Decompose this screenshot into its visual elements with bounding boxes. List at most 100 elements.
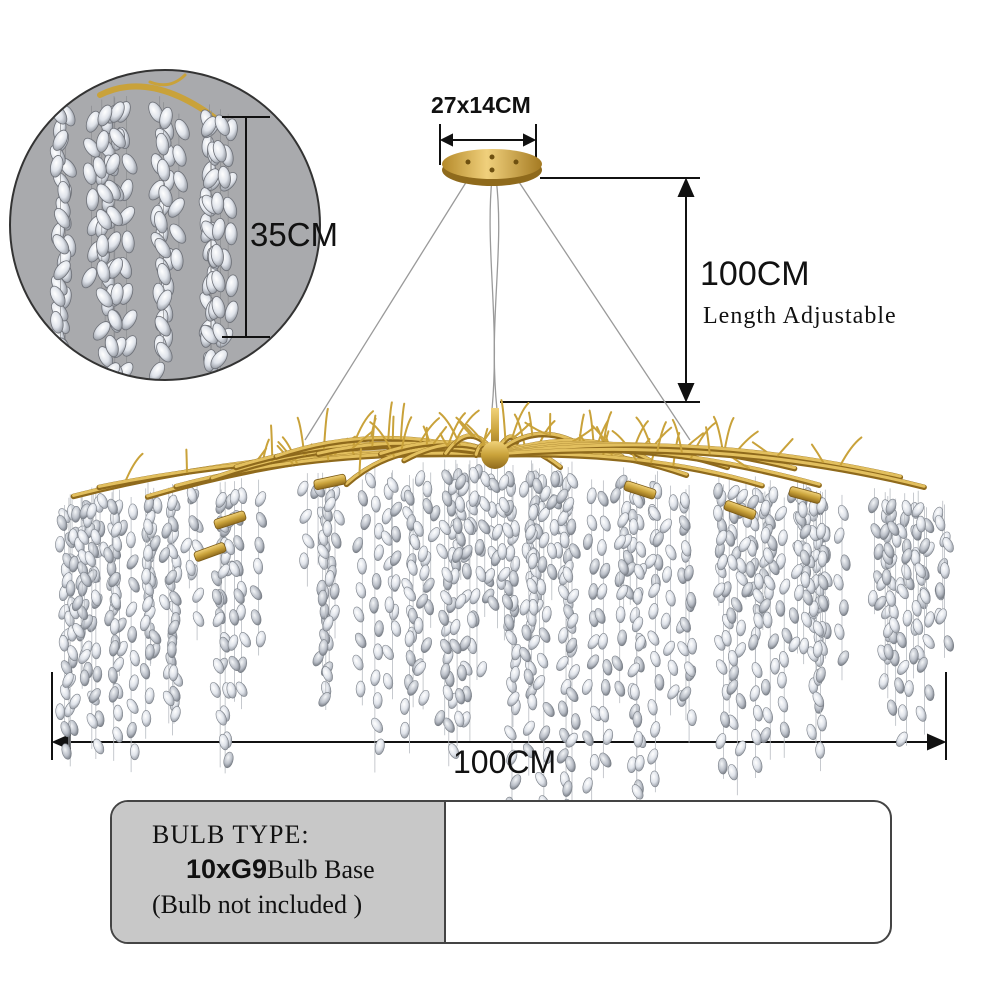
crystal-drop [62,672,74,688]
crystal-drop [618,559,629,576]
crystal-drop [532,675,546,691]
crystal-drop [615,606,626,623]
crystal-drop [143,545,153,562]
crystal-drop [218,733,230,751]
crystal-drop [911,502,925,518]
inset-crystal [92,156,107,179]
brass-twig [500,399,507,442]
crystal-strand [867,488,885,615]
crystal-drop [322,520,333,537]
width-label: 100CM [453,744,557,780]
crystal-strand [914,506,935,735]
crystal-drop [567,613,579,629]
crystal-strand [934,504,955,658]
crystal-drop [409,534,421,551]
crystal-drop [839,599,849,617]
crystal-drop [139,663,151,680]
crystal-drop [110,521,122,538]
crystal-drop [522,743,536,759]
crystal-drop [509,666,520,683]
crystal-drop [716,529,728,546]
crystal-drop [634,635,646,652]
crystal-drop [112,726,124,743]
brass-twig [399,402,406,440]
crystal-drop [69,693,81,710]
crystal-drop [475,566,487,583]
crystal-drop [634,754,645,772]
crystal-drop [760,526,771,544]
crystal-drop [686,592,697,609]
crystal-drop [648,603,659,620]
crystal-drop [614,680,626,697]
crystal-drop [422,577,435,593]
crystal-drop [253,557,264,575]
crystal-drop [566,518,577,536]
crystal-drop [487,595,500,611]
crystal-drop [86,713,99,729]
crystal-drop [566,588,580,604]
crystal-drop [770,658,780,675]
crystal-drop [390,620,402,637]
crystal-drop [912,618,924,635]
crystal-drop [763,547,774,564]
crystal-drop [317,544,330,559]
canopy-size-label: 27x14CM [431,92,531,118]
crystal-drop [441,490,453,507]
inset-crystal [172,144,187,167]
crystal-drop [525,524,536,541]
crystal-strand [434,459,454,736]
inset-crystal [97,104,113,127]
crystal-strand [449,463,467,747]
brass-twig [371,414,377,447]
crystal-drop [360,513,371,531]
crystal-drop [717,757,728,775]
crystal-strand [249,479,268,656]
crystal-drop [627,662,640,678]
crystal-drop [588,583,599,600]
crystal-strand [895,493,913,586]
crystal-drop [874,595,887,611]
crystal-drop [65,580,76,597]
brass-twig [776,438,794,457]
crystal-drop [915,705,927,722]
crystal-drop [774,506,787,522]
crystal-drop [209,682,221,698]
crystal-drop [911,600,922,617]
crystal-drop [565,732,578,748]
crystal-strand [627,485,647,807]
crystal-drop [144,643,155,661]
crystal-drop [547,563,558,581]
brass-twig [596,419,610,445]
inset-crystal [92,321,111,341]
brass-twig [511,402,530,439]
crystal-strand [519,469,539,776]
brass-twig [524,421,550,436]
crystal-drop [180,537,192,554]
crystal-drop [687,637,697,655]
crystal-drop [297,480,309,497]
crystal-drop [317,589,328,607]
canopy-dimension [439,124,537,165]
brass-twig [705,426,711,455]
crystal-drop [126,698,139,714]
crystal-strand [365,465,385,773]
crystal-drop [602,728,614,746]
bulb-sockets [193,473,822,562]
crystal-strand [382,470,403,700]
crystal-drop [538,532,550,549]
inset-crystal [156,158,171,182]
crystal-drop [566,473,579,489]
g9-socket [723,500,757,520]
crystal-drop [599,752,612,768]
brass-twig [455,416,476,438]
crystal-drop [522,720,535,736]
crystal-drop [455,688,466,705]
brass-twig [439,432,449,447]
inset-crystal [49,285,66,307]
crystal-drop [380,530,393,546]
crystal-strand [546,460,561,601]
crystal-drop [679,686,692,702]
crystal-drop [519,646,532,663]
crystal-drop [107,498,118,515]
crystal-drop [735,693,747,710]
